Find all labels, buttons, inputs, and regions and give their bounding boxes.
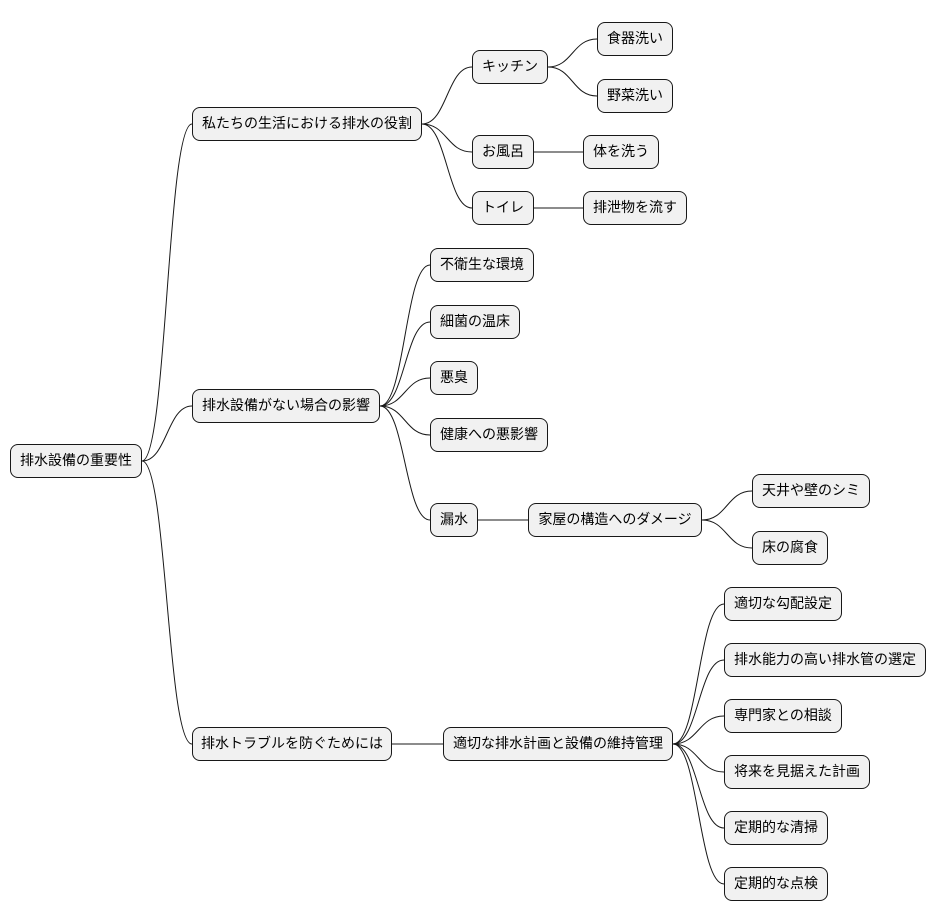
node-regular-cleaning: 定期的な清掃 — [724, 811, 828, 845]
connector-n2-to-n2-3 — [379, 377, 431, 407]
connector-n3-1-to-n3-1-3 — [672, 715, 725, 745]
node-health-impact: 健康への悪影響 — [430, 418, 548, 452]
node-unsanitary-environment: 不衛生な環境 — [430, 248, 534, 282]
node-flushing-waste: 排泄物を流す — [583, 191, 687, 225]
connector-n3-1-to-n3-1-4 — [672, 743, 725, 773]
node-washing-body: 体を洗う — [583, 135, 659, 169]
node-proper-planning-and-maintenance: 適切な排水計画と設備の維持管理 — [443, 727, 673, 761]
connector-n0-to-n2 — [141, 405, 193, 462]
connector-n3-1-to-n3-1-2 — [672, 659, 725, 745]
root-node-importance-of-drainage: 排水設備の重要性 — [10, 444, 142, 478]
node-kitchen: キッチン — [472, 50, 548, 84]
node-breeding-ground-for-bacteria: 細菌の温床 — [430, 305, 520, 339]
connector-n3-1-to-n3-1-5 — [672, 743, 725, 829]
node-structural-damage: 家屋の構造へのダメージ — [528, 503, 702, 537]
node-floor-rot: 床の腐食 — [752, 531, 828, 565]
connector-n2-to-n2-1 — [379, 264, 431, 407]
branch-node-role-of-drainage-in-daily-life: 私たちの生活における排水の役割 — [192, 107, 422, 141]
node-bath: お風呂 — [472, 135, 534, 169]
connector-n2-5-1-to-n2-5-1-1 — [701, 490, 753, 521]
connector-n1-1-to-n1-1-1 — [547, 38, 598, 68]
node-regular-inspection: 定期的な点検 — [724, 867, 828, 901]
connector-n1-to-n1-3 — [421, 123, 473, 209]
connector-n2-to-n2-2 — [379, 321, 431, 407]
connector-n0-to-n3 — [141, 460, 193, 745]
connector-n3-1-to-n3-1-6 — [672, 743, 725, 885]
connector-n1-to-n1-1 — [421, 66, 473, 125]
node-dishwashing: 食器洗い — [597, 22, 673, 56]
node-consult-experts: 専門家との相談 — [724, 699, 842, 733]
node-future-oriented-planning: 将来を見据えた計画 — [724, 755, 870, 789]
branch-node-effects-without-drainage: 排水設備がない場合の影響 — [192, 389, 380, 423]
node-toilet: トイレ — [472, 191, 534, 225]
node-bad-odor: 悪臭 — [430, 361, 478, 395]
connector-n1-1-to-n1-1-2 — [547, 66, 598, 97]
node-high-capacity-pipe-selection: 排水能力の高い排水管の選定 — [724, 643, 926, 677]
node-proper-slope-setting: 適切な勾配設定 — [724, 587, 842, 621]
connector-n2-5-1-to-n2-5-1-2 — [701, 519, 753, 549]
connector-n2-to-n2-5 — [379, 405, 431, 521]
node-water-leak: 漏水 — [430, 503, 478, 537]
node-washing-vegetables: 野菜洗い — [597, 79, 673, 113]
connector-n1-to-n1-2 — [421, 123, 473, 153]
branch-node-preventing-drainage-trouble: 排水トラブルを防ぐためには — [192, 727, 392, 761]
connector-n0-to-n1 — [141, 123, 193, 462]
node-ceiling-wall-stains: 天井や壁のシミ — [752, 474, 870, 508]
connector-n2-to-n2-4 — [379, 405, 431, 436]
connector-n3-1-to-n3-1-1 — [672, 603, 725, 745]
